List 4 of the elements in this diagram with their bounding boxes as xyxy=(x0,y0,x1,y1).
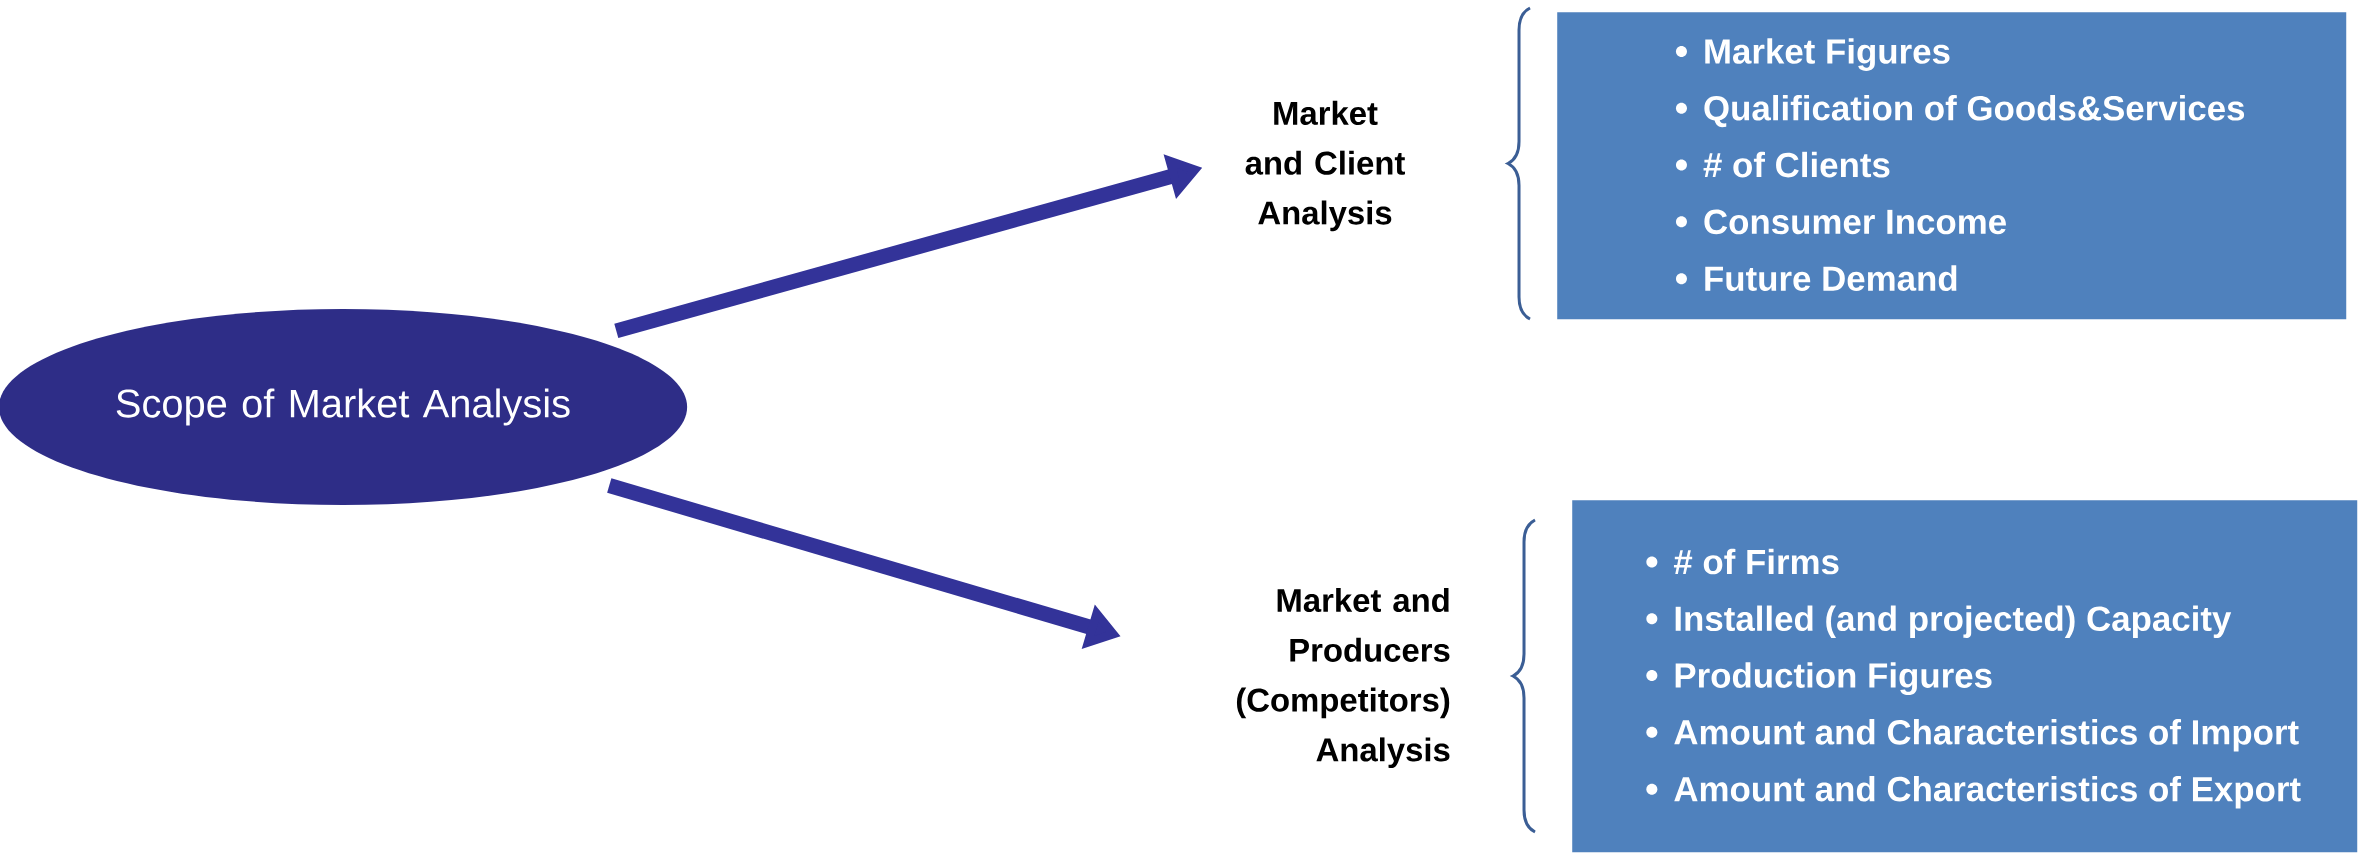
category-label: Market and Producers (Competitors) Analysis xyxy=(1236,587,1450,769)
list-box: Market Figures Qualification of Goods&Services # of Clients Consumer Income Future Demand xyxy=(1557,12,2347,320)
list-box: # of Firms Installed (and projected) Capacity Production Figures Amount and Characteristics of Import Amount and Characteristics of Export xyxy=(1572,500,2358,853)
category-label: Market and Client Analysis xyxy=(1245,100,1405,232)
